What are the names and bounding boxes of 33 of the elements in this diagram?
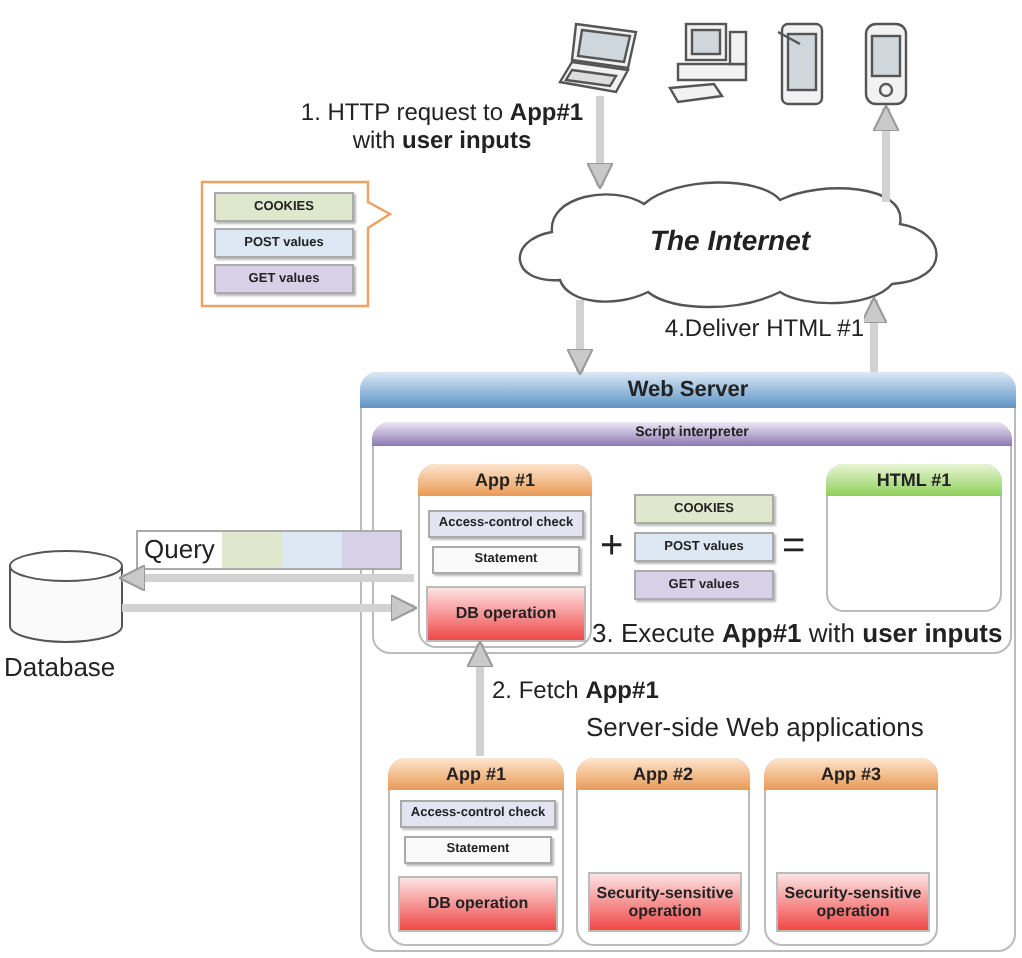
panel-title: HTML #1 [826, 464, 1002, 496]
panel-title: App #1 [388, 758, 564, 790]
step-label: 3. Execute App#1 with user inputs [592, 618, 1003, 650]
app-panel [418, 464, 592, 648]
app-panel [576, 758, 750, 946]
interpreter-panel [372, 422, 1012, 654]
app-panel [764, 758, 938, 946]
operation-block: DB operation [426, 586, 586, 642]
section-label: Server-side Web applications [586, 712, 924, 744]
server-panel [360, 372, 1016, 952]
arrow [872, 104, 900, 202]
operation-block: DB operation [398, 876, 558, 932]
equals-sign: = [782, 522, 806, 570]
plus-sign: + [600, 522, 624, 570]
panel-title: Web Server [360, 372, 1016, 408]
operation-block: Security-sensitive operation [588, 872, 742, 932]
tablet-icon [776, 20, 828, 108]
arrow [466, 640, 494, 756]
panel-title: App #2 [576, 758, 750, 790]
arrow [586, 96, 614, 190]
app-panel [388, 758, 564, 946]
html-panel [826, 464, 1002, 612]
arrow [122, 594, 418, 622]
phone-icon [860, 20, 912, 108]
database-label: Database [4, 652, 116, 682]
query-bar: Query [136, 530, 402, 570]
arrow [860, 296, 888, 372]
arrow [566, 300, 594, 376]
operation-block: Security-sensitive operation [776, 872, 930, 932]
arrow [118, 564, 414, 592]
cloud-label: The Internet [647, 224, 813, 256]
panel-title: App #3 [764, 758, 938, 790]
panel-title: App #1 [418, 464, 592, 496]
